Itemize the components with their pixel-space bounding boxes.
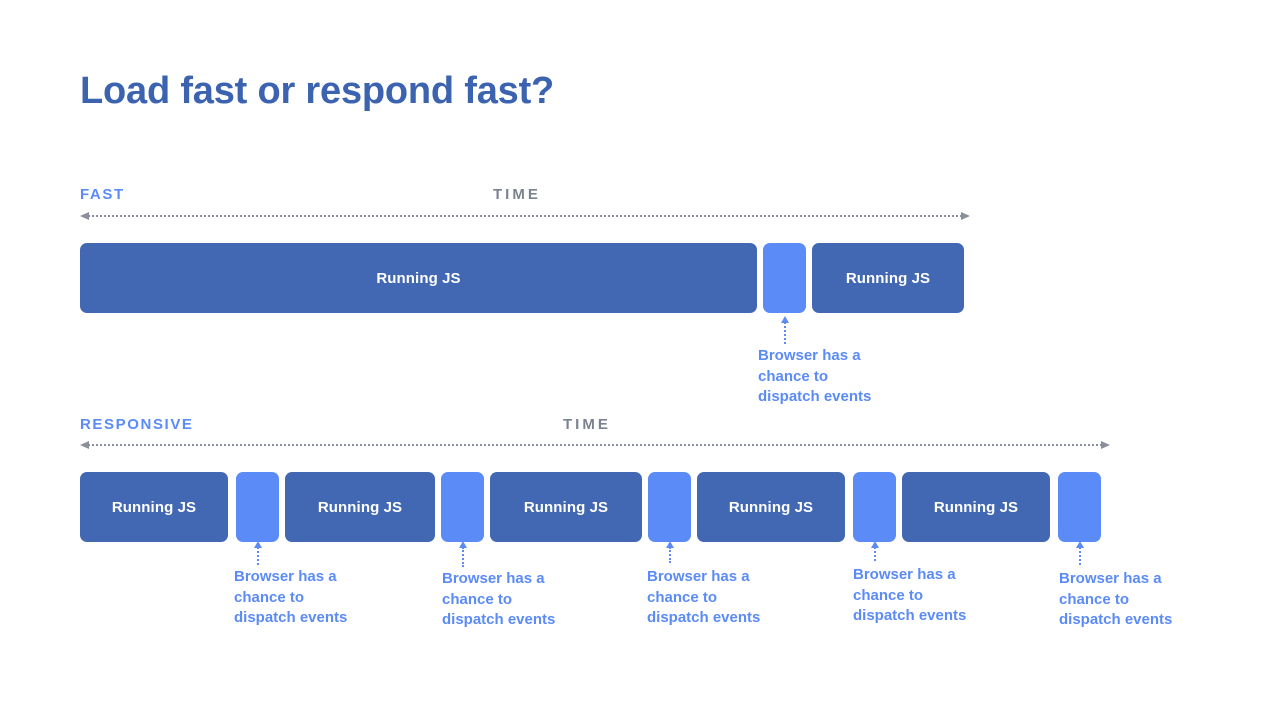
section-label-responsive: RESPONSIVE xyxy=(80,416,194,433)
time-axis-label-fast: TIME xyxy=(493,186,541,203)
callout-arrow-up-icon xyxy=(871,541,879,548)
timeline-block-running-js[interactable]: Running JS xyxy=(697,472,845,542)
callout-text: Browser has a chance to dispatch events xyxy=(647,568,761,626)
callout-arrow-up-icon xyxy=(666,541,674,548)
axis-arrow-left-icon xyxy=(80,212,89,220)
page-title: Load fast or respond fast? xyxy=(80,70,555,112)
callout-text: Browser has a chance to dispatch events xyxy=(758,347,872,405)
axis-arrow-right-icon xyxy=(1101,441,1110,449)
callout-arrow-up-icon xyxy=(254,541,262,548)
time-axis-responsive xyxy=(80,441,1110,449)
timeline-block-running-js[interactable]: Running JS xyxy=(490,472,642,542)
callout-stem xyxy=(874,547,876,561)
callout-text: Browser has a chance to dispatch events xyxy=(234,568,348,626)
callout-arrow-up-icon xyxy=(459,541,467,548)
callout-stem xyxy=(1079,547,1081,565)
callout-stem xyxy=(462,547,464,567)
timeline-block-running-js[interactable]: Running JS xyxy=(902,472,1050,542)
timeline-block-running-js[interactable]: Running JS xyxy=(812,243,964,313)
callout-arrow-up-icon xyxy=(1076,541,1084,548)
axis-dotted-line xyxy=(88,444,1102,446)
time-axis-fast xyxy=(80,212,970,220)
callout-arrow-up-icon xyxy=(781,316,789,323)
time-axis-label-responsive: TIME xyxy=(563,416,611,433)
callout-stem xyxy=(257,547,259,565)
timeline-block-running-js[interactable]: Running JS xyxy=(80,472,228,542)
callout-stem xyxy=(784,322,786,344)
callout-text: Browser has a chance to dispatch events xyxy=(442,570,556,628)
callout-text: Browser has a chance to dispatch events xyxy=(1059,570,1173,628)
section-label-fast: FAST xyxy=(80,186,125,203)
axis-dotted-line xyxy=(88,215,962,217)
timeline-block-gap[interactable] xyxy=(853,472,896,542)
timeline-block-running-js[interactable]: Running JS xyxy=(285,472,435,542)
axis-arrow-left-icon xyxy=(80,441,89,449)
timeline-block-running-js[interactable]: Running JS xyxy=(80,243,757,313)
timeline-block-gap[interactable] xyxy=(763,243,806,313)
axis-arrow-right-icon xyxy=(961,212,970,220)
callout-text: Browser has a chance to dispatch events xyxy=(853,566,967,624)
callout-stem xyxy=(669,547,671,563)
timeline-block-gap[interactable] xyxy=(1058,472,1101,542)
timeline-block-gap[interactable] xyxy=(236,472,279,542)
timeline-block-gap[interactable] xyxy=(648,472,691,542)
timeline-block-gap[interactable] xyxy=(441,472,484,542)
